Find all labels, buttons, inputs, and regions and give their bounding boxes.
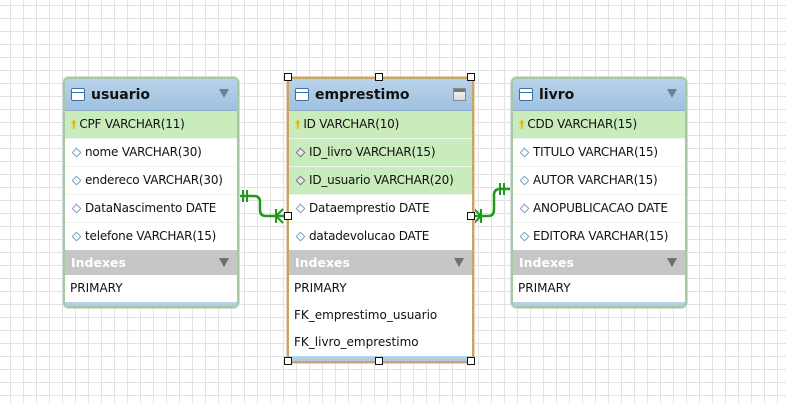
primary-key-column[interactable]: †ID VARCHAR(10): [289, 111, 472, 138]
column-diamond-icon: [71, 231, 82, 242]
emprestimo-many-marker: [275, 208, 284, 224]
table-column[interactable]: AUTOR VARCHAR(15): [513, 166, 685, 194]
resize-handle-bottom-right[interactable]: [467, 357, 475, 365]
table-icon: [295, 88, 309, 101]
column-text: EDITORA VARCHAR(15): [533, 229, 669, 243]
foreign-key-diamond-icon: [295, 175, 306, 186]
table-column[interactable]: EDITORA VARCHAR(15): [513, 222, 685, 250]
column-diamond-icon: [519, 147, 530, 158]
relationship-usuario-emprestimo[interactable]: [238, 194, 284, 218]
table-header[interactable]: usuario: [65, 79, 237, 111]
resize-handle-left[interactable]: [284, 212, 292, 220]
index-list: PRIMARY: [65, 275, 237, 302]
primary-key-column[interactable]: †CDD VARCHAR(15): [513, 111, 685, 138]
index-item[interactable]: FK_emprestimo_usuario: [294, 308, 438, 322]
table-column[interactable]: ANOPUBLICACAO DATE: [513, 194, 685, 222]
column-text: ID_usuario VARCHAR(20): [309, 173, 454, 187]
table-header[interactable]: livro: [513, 79, 685, 111]
column-text: AUTOR VARCHAR(15): [533, 173, 658, 187]
index-item[interactable]: PRIMARY: [294, 281, 347, 295]
column-text: ANOPUBLICACAO DATE: [533, 201, 668, 215]
resize-handle-right[interactable]: [467, 212, 475, 220]
restore-icon[interactable]: [453, 88, 466, 101]
collapse-arrow-icon[interactable]: [667, 258, 677, 267]
index-list: PRIMARY: [513, 275, 685, 302]
column-text: Dataemprestio DATE: [309, 201, 430, 215]
indexes-label: Indexes: [71, 255, 126, 270]
column-text: endereco VARCHAR(30): [85, 173, 223, 187]
emprestimo-many-marker-right: [473, 208, 482, 224]
table-column[interactable]: datadevolucao DATE: [289, 222, 472, 250]
column-text: datadevolucao DATE: [309, 229, 430, 243]
column-diamond-icon: [71, 175, 82, 186]
column-diamond-icon: [295, 203, 306, 214]
table-title: usuario: [91, 86, 151, 103]
primary-key-icon: †: [71, 118, 77, 131]
table-column[interactable]: endereco VARCHAR(30): [65, 166, 237, 194]
foreign-key-column[interactable]: ID_usuario VARCHAR(20): [289, 166, 472, 194]
resize-handle-top[interactable]: [375, 73, 383, 81]
collapse-arrow-icon[interactable]: [667, 89, 677, 98]
column-diamond-icon: [71, 203, 82, 214]
column-text: ID_livro VARCHAR(15): [309, 145, 436, 159]
collapse-arrow-icon[interactable]: [454, 258, 464, 267]
livro-one-marker: [499, 183, 505, 195]
relationship-livro-emprestimo[interactable]: [474, 187, 511, 218]
index-item[interactable]: PRIMARY: [518, 281, 571, 295]
column-text: ID VARCHAR(10): [303, 117, 400, 131]
usuario-one-marker: [242, 190, 248, 202]
column-diamond-icon: [295, 231, 306, 242]
index-item[interactable]: PRIMARY: [70, 281, 123, 295]
table-column[interactable]: TITULO VARCHAR(15): [513, 138, 685, 166]
column-text: CPF VARCHAR(11): [79, 117, 185, 131]
column-list: †CDD VARCHAR(15) TITULO VARCHAR(15) AUTOR …: [513, 111, 685, 250]
column-text: DataNascimento DATE: [85, 201, 217, 215]
table-title: livro: [539, 86, 575, 103]
indexes-header[interactable]: Indexes: [289, 250, 472, 275]
table-livro[interactable]: livro †CDD VARCHAR(15) TITULO VARCHAR(15)…: [511, 77, 687, 308]
column-list: †CPF VARCHAR(11) nome VARCHAR(30) endereco…: [65, 111, 237, 250]
table-column[interactable]: DataNascimento DATE: [65, 194, 237, 222]
table-column[interactable]: Dataemprestio DATE: [289, 194, 472, 222]
resize-handle-top-left[interactable]: [284, 73, 292, 81]
table-usuario[interactable]: usuario †CPF VARCHAR(11) nome VARCHAR(30)…: [63, 77, 239, 308]
table-emprestimo[interactable]: emprestimo †ID VARCHAR(10) ID_livro VARCH…: [287, 77, 474, 363]
indexes-header[interactable]: Indexes: [65, 250, 237, 275]
column-diamond-icon: [519, 175, 530, 186]
table-column[interactable]: nome VARCHAR(30): [65, 138, 237, 166]
column-text: TITULO VARCHAR(15): [533, 145, 658, 159]
column-diamond-icon: [71, 147, 82, 158]
collapse-arrow-icon[interactable]: [219, 89, 229, 98]
table-icon: [519, 88, 533, 101]
table-title: emprestimo: [315, 86, 410, 103]
indexes-label: Indexes: [295, 255, 350, 270]
index-item[interactable]: FK_livro_emprestimo: [294, 335, 419, 349]
column-diamond-icon: [519, 203, 530, 214]
column-text: telefone VARCHAR(15): [85, 229, 217, 243]
table-footer: [513, 302, 685, 306]
foreign-key-column[interactable]: ID_livro VARCHAR(15): [289, 138, 472, 166]
indexes-header[interactable]: Indexes: [513, 250, 685, 275]
table-footer: [65, 302, 237, 306]
resize-handle-bottom-left[interactable]: [284, 357, 292, 365]
primary-key-icon: †: [295, 118, 301, 131]
primary-key-column[interactable]: †CPF VARCHAR(11): [65, 111, 237, 138]
column-text: CDD VARCHAR(15): [527, 117, 637, 131]
table-icon: [71, 88, 85, 101]
column-list: †ID VARCHAR(10) ID_livro VARCHAR(15) ID_us…: [289, 111, 472, 250]
table-header[interactable]: emprestimo: [289, 79, 472, 111]
resize-handle-top-right[interactable]: [467, 73, 475, 81]
foreign-key-diamond-icon: [295, 147, 306, 158]
column-diamond-icon: [519, 231, 530, 242]
table-column[interactable]: telefone VARCHAR(15): [65, 222, 237, 250]
resize-handle-bottom[interactable]: [375, 357, 383, 365]
collapse-arrow-icon[interactable]: [219, 258, 229, 267]
column-text: nome VARCHAR(30): [85, 145, 202, 159]
primary-key-icon: †: [519, 118, 525, 131]
indexes-label: Indexes: [519, 255, 574, 270]
